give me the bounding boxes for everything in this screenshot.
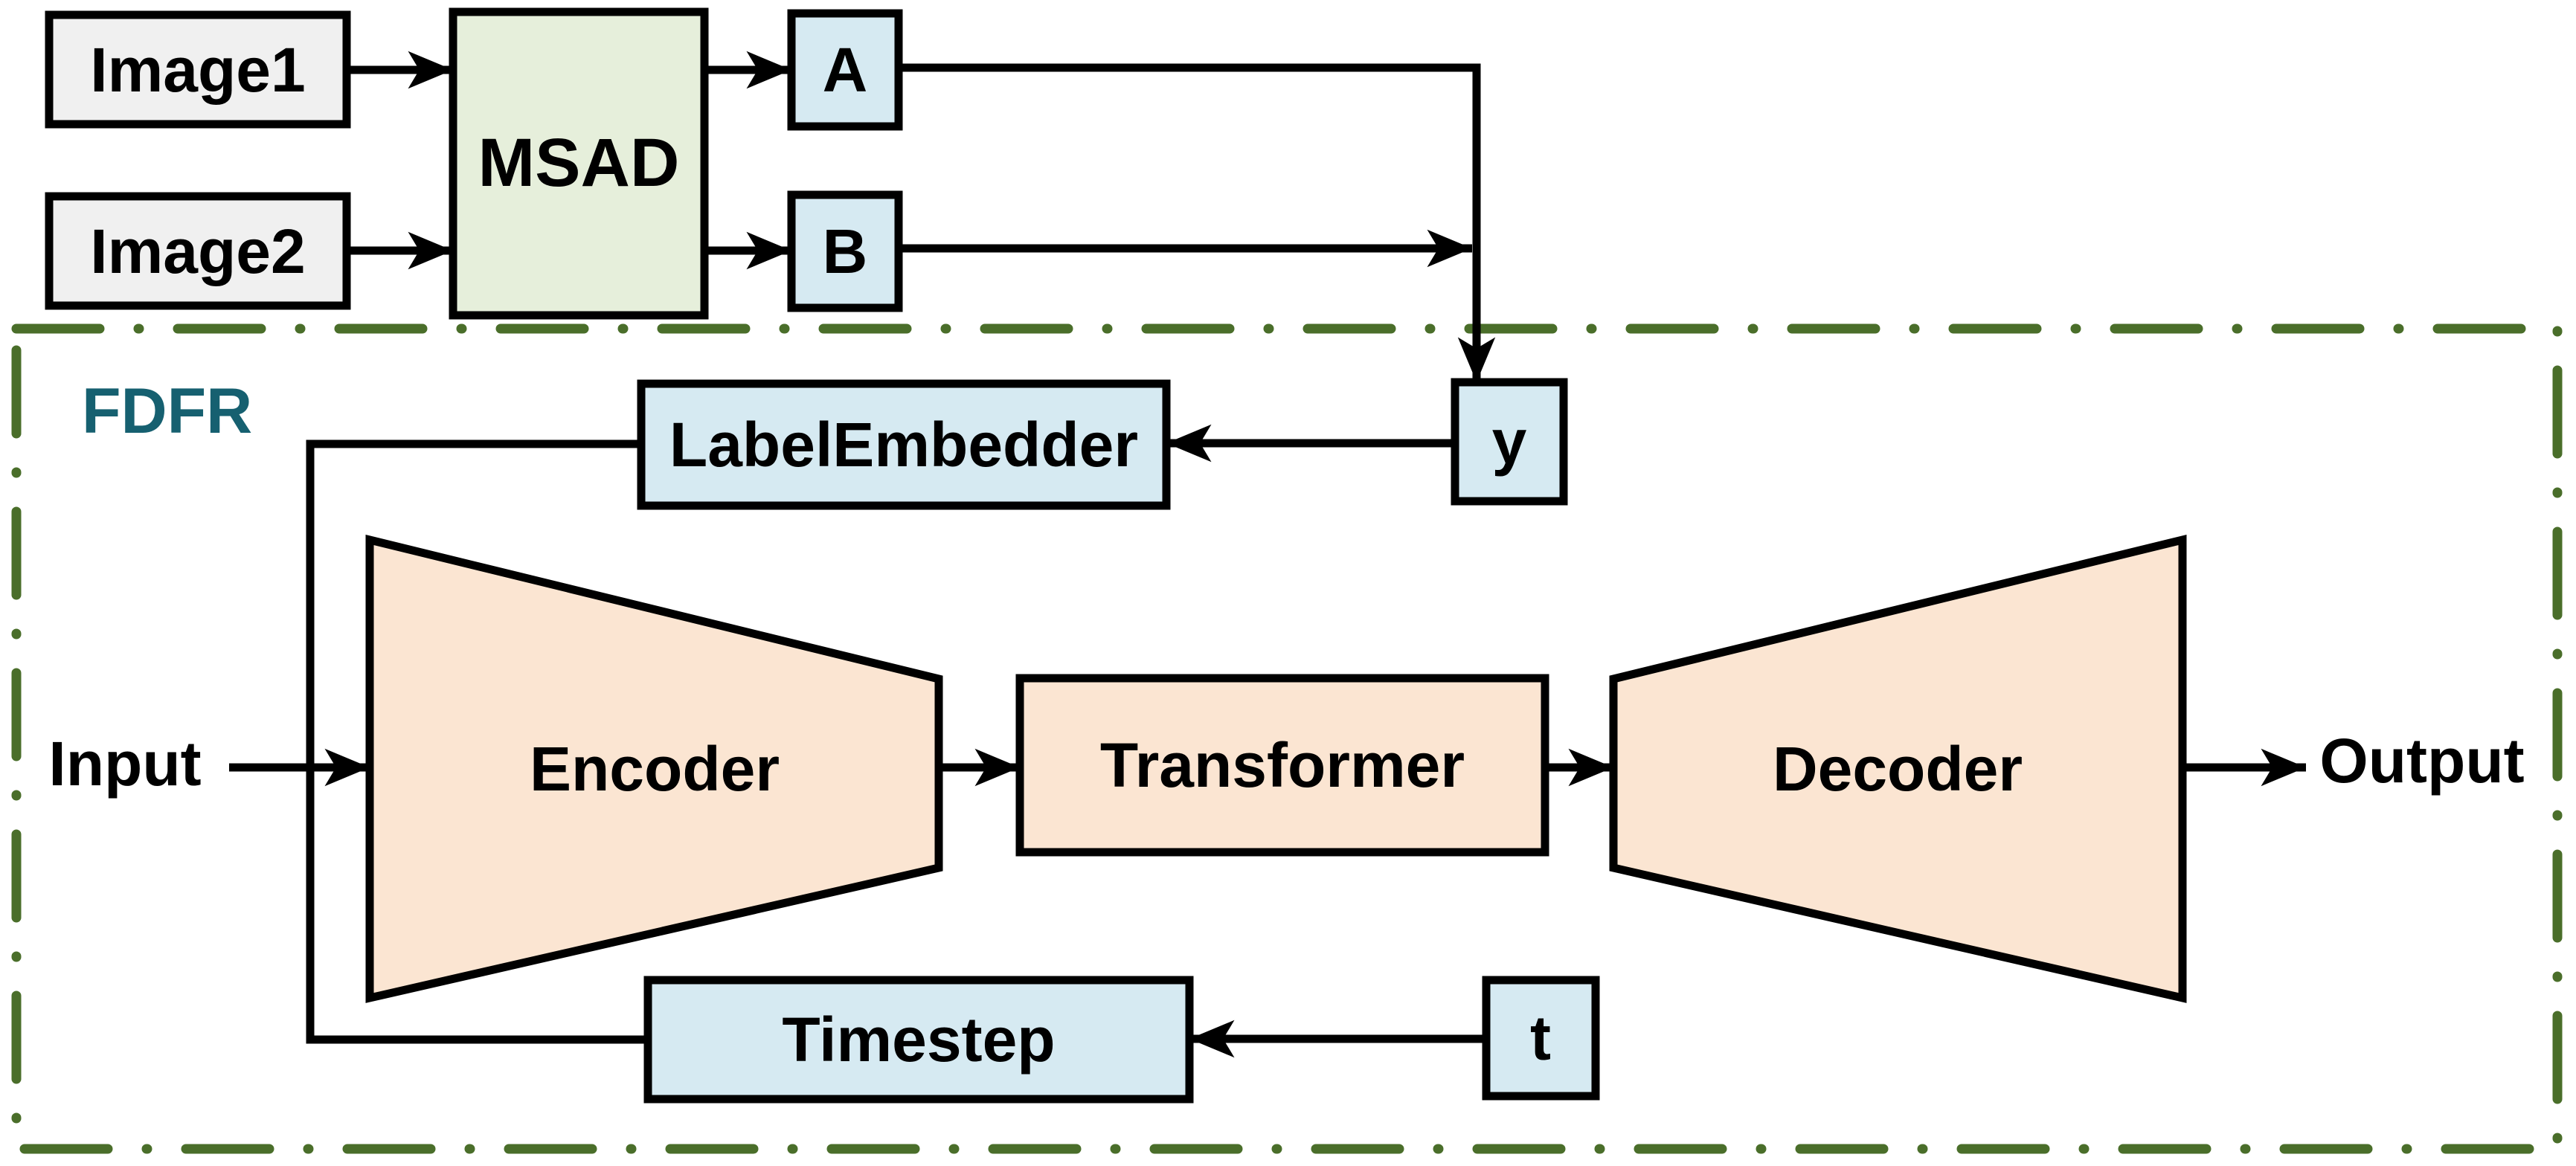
fdfr-region-border (11, 323, 2563, 1154)
image2-box (45, 192, 351, 310)
b-box (787, 190, 903, 312)
image1-label: Image1 (90, 35, 306, 105)
image2-label: Image2 (90, 216, 306, 286)
label-embedder-box (637, 379, 1171, 510)
input-label: Input (48, 729, 201, 799)
transformer-box (1015, 674, 1549, 857)
decoder-shape (1609, 534, 2187, 1003)
t-label: t (1530, 1003, 1551, 1073)
encoder-shape (365, 534, 943, 1003)
y-label: y (1492, 407, 1527, 477)
a-label: A (823, 35, 868, 105)
arrow-a-to-y (899, 63, 1496, 382)
timestep-label: Timestep (782, 1005, 1055, 1075)
image1-box (45, 10, 351, 129)
output-label: Output (2319, 726, 2524, 796)
decoder-label: Decoder (1773, 734, 2023, 804)
b-label: B (823, 216, 868, 286)
transformer-label: Transformer (1100, 730, 1465, 800)
encoder-label: Encoder (530, 734, 780, 804)
timestep-box (643, 976, 1194, 1104)
y-box (1451, 378, 1568, 506)
fdfr-region-label: FDFR (82, 376, 252, 447)
msad-box (449, 7, 709, 320)
a-box (787, 9, 903, 131)
connector-labelembedder-timestep (306, 439, 648, 1044)
t-box (1482, 976, 1600, 1101)
label-embedder-label: LabelEmbedder (669, 410, 1138, 480)
msad-label: MSAD (478, 125, 680, 201)
